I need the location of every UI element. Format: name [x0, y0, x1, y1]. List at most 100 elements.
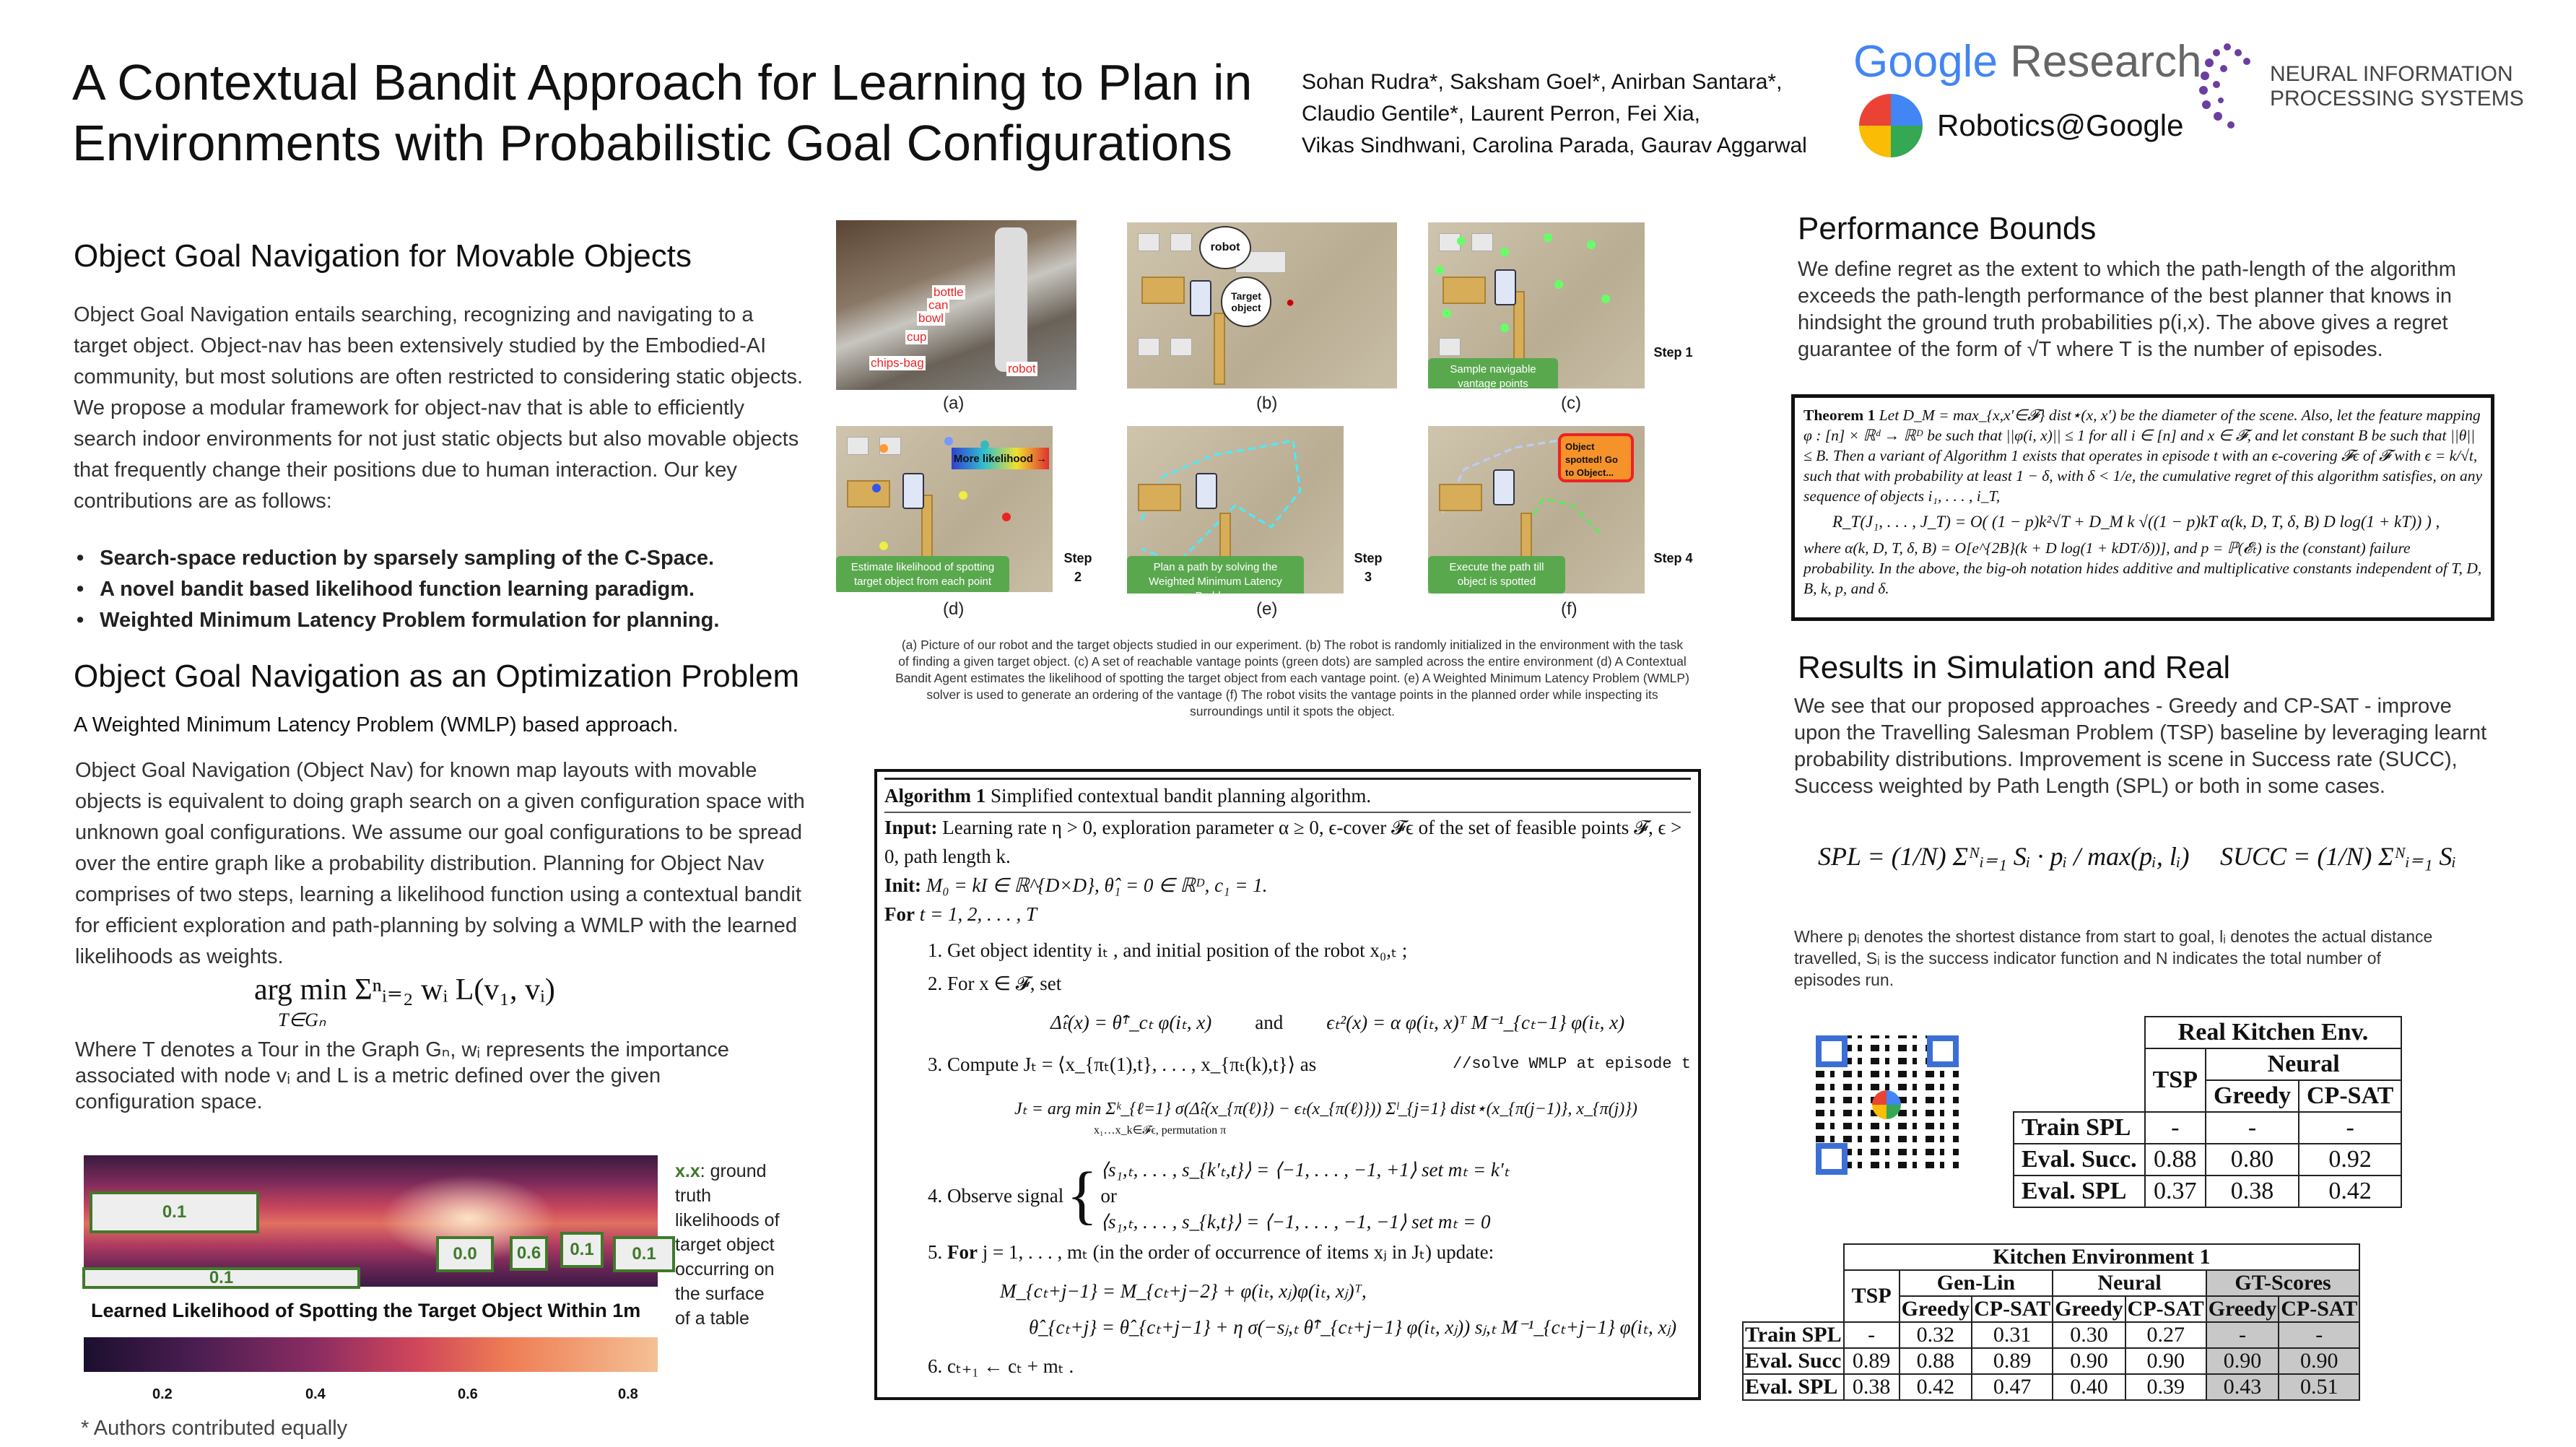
section-title-movable-objects: Object Goal Navigation for Movable Objec… — [74, 238, 692, 274]
signal-or: or — [1100, 1185, 1117, 1207]
update-equation: M_{cₜ+j−1} = M_{cₜ+j−2} + φ(iₜ, xⱼ)φ(iₜ,… — [1000, 1280, 1367, 1302]
colorbar-tick: 0.2 — [152, 1386, 173, 1402]
algorithm-step: 4. Observe signal { ⟨s₁,ₜ, . . . , s_{k′… — [928, 1157, 1691, 1235]
panel-label: (e) — [1256, 599, 1278, 619]
ground-truth-box: 0.0 — [436, 1236, 494, 1272]
planned-path — [1140, 439, 1302, 565]
panel-label: (c) — [1561, 394, 1581, 413]
target-speech-bubble: Target object — [1221, 277, 1271, 327]
panel-label: (b) — [1256, 394, 1278, 413]
table-cell: - — [2297, 1111, 2403, 1144]
neurips-wordmark: PROCESSING SYSTEMS — [2270, 87, 2524, 110]
step-label: Step 4 — [1653, 551, 1693, 565]
table-cell: 0.88 — [2144, 1143, 2206, 1176]
table-cell: 0.80 — [2204, 1143, 2300, 1176]
table-cell: 0.38 — [1842, 1373, 1900, 1401]
contribution-item: A novel bandit based likelihood function… — [77, 574, 820, 605]
table-cell: 0.51 — [2278, 1373, 2361, 1401]
metric-definitions: Where pᵢ denotes the shortest distance f… — [1794, 927, 2433, 989]
robot-icon — [902, 473, 924, 509]
algorithm-step: 1. Get object identity iₜ , and initial … — [928, 939, 1408, 961]
column-header: CP-SAT — [2297, 1079, 2403, 1113]
table-cell: - — [2278, 1321, 2361, 1349]
table-cell: 0.90 — [2052, 1347, 2126, 1375]
qr-code[interactable] — [1816, 1035, 1959, 1175]
title-line: Environments with Probabilistic Goal Con… — [72, 115, 1232, 171]
panel-label: (d) — [943, 599, 965, 619]
column-header: Neural — [2204, 1048, 2403, 1081]
table-cell: 0.43 — [2205, 1373, 2280, 1401]
table-cell: 0.47 — [1971, 1373, 2054, 1401]
table-cell: 0.31 — [1971, 1321, 2054, 1349]
table-cell: 0.42 — [2297, 1175, 2403, 1208]
column-header: Greedy — [2204, 1079, 2300, 1113]
apple-icon: ● — [1286, 295, 1295, 310]
wmlp-formula: arg min Σⁿᵢ₌₂ wᵢ L(v₁, vᵢ) — [254, 973, 555, 1007]
theorem-box: Theorem 1 Let D_M = max_{x,x′∈𝓕} dist⋆(x… — [1791, 394, 2494, 621]
colorbar-tick: 0.4 — [305, 1386, 326, 1402]
authors-line: Sohan Rudra*, Saksham Goel*, Anirban San… — [1302, 70, 1783, 94]
research-wordmark: Research — [2010, 37, 2202, 87]
contribution-item: Search-space reduction by sparsely sampl… — [77, 543, 820, 574]
column-header: Gen-Lin — [1898, 1269, 2054, 1297]
equation: ϵₜ²(x) = α φ(iₜ, x)ᵀ M⁻¹_{cₜ−1} φ(iₜ, x) — [1326, 1012, 1625, 1033]
algorithm-step: 2. For x ∈ 𝓕, set — [928, 973, 1062, 994]
table-cell: 0.90 — [2278, 1347, 2361, 1375]
robot-icon — [1493, 469, 1515, 505]
robot-icon — [1190, 280, 1211, 316]
algorithm-header: Algorithm 1 Simplified contextual bandit… — [884, 778, 1691, 813]
succ-formula: SUCC = (1/N) Σᴺᵢ₌₁ Sᵢ — [2220, 842, 2457, 871]
step-label: Step 1 — [1653, 345, 1693, 360]
colorbar-ticks: 0.2 0.4 0.6 0.8 — [84, 1386, 658, 1408]
step-caption: Execute the path till object is spotted — [1428, 556, 1565, 594]
object-label: chips-bag — [869, 356, 926, 370]
wmlp-equation: Jₜ = arg min Σᵏ_{ℓ=1} σ(Δ̂ₜ(x_{π(ℓ)}) − … — [1014, 1100, 1637, 1118]
step3-text: 3. Compute Jₜ = ⟨x_{πₜ(1),t}, . . . , x_… — [928, 1053, 1317, 1075]
column-header: Greedy — [2205, 1295, 2280, 1323]
step-number: 5. — [928, 1241, 943, 1263]
table-cell: 0.89 — [1842, 1347, 1900, 1375]
figure-caption: (a) Picture of our robot and the target … — [895, 638, 1689, 718]
algorithm-step: 6. cₜ₊₁ ← cₜ + mₜ . — [928, 1355, 1074, 1377]
table-cell: 0.40 — [2052, 1373, 2126, 1401]
wmlp-formula-subscript: T∈Gₙ — [278, 1009, 326, 1030]
column-header: CP-SAT — [2278, 1295, 2361, 1323]
object-label: cup — [905, 330, 928, 344]
robot-photo-panel: bottle can bowl cup chips-bag robot — [836, 220, 1076, 390]
init-label: Init: — [884, 874, 922, 896]
step-caption: Plan a path by solving the Weighted Mini… — [1127, 556, 1304, 594]
robotics-google-logo: Robotics@Google — [1859, 94, 2183, 157]
theorem-text: Let D_M = max_{x,x′∈𝓕} dist⋆(x, x′) be t… — [1803, 407, 2483, 505]
object-label: bowl — [917, 311, 945, 326]
row-header: Train SPL — [2013, 1111, 2146, 1144]
wmlp-equation-subscript: x₁…x_k∈𝓕ϵ, permutation π — [1094, 1124, 1227, 1137]
heatmap-legend: x.x: ground truth likelihoods of target … — [675, 1159, 783, 1331]
legend-key: x.x — [675, 1161, 700, 1181]
object-label: can — [927, 298, 950, 313]
table-cell: 0.88 — [1898, 1347, 1973, 1375]
section-title-results: Results in Simulation and Real — [1798, 650, 2231, 685]
ground-truth-box: 0.1 — [90, 1191, 259, 1233]
theorem-label: Theorem 1 — [1803, 407, 1876, 424]
step-caption: Sample navigable vantage points — [1428, 358, 1558, 388]
table-cell: 0.92 — [2297, 1143, 2403, 1176]
contributions-list: Search-space reduction by sparsely sampl… — [77, 543, 820, 636]
ground-truth-box: 0.6 — [510, 1236, 548, 1271]
neurips-brain-icon — [2199, 43, 2250, 129]
step5-text: j = 1, . . . , mₜ (in the order of occur… — [982, 1241, 1494, 1263]
intro-paragraph: Object Goal Navigation entails searching… — [74, 303, 804, 513]
authors-line: Vikas Sindhwani, Carolina Parada, Gaurav… — [1302, 134, 1807, 157]
signal-case: ⟨s₁,ₜ, . . . , s_{k,t}⟩ = ⟨−1, . . . , −… — [1100, 1211, 1491, 1233]
step-label: Step 3 — [1354, 551, 1383, 584]
column-header: GT-Scores — [2205, 1269, 2361, 1297]
regret-equation: R_T(J₁, . . . , J_T) = O( (1 − p)k²√T + … — [1832, 513, 2440, 531]
for-text: t = 1, 2, . . . , T — [919, 903, 1037, 925]
table-cell: 0.42 — [1898, 1373, 1973, 1401]
object-label: bottle — [932, 285, 965, 300]
input-text: Learning rate η > 0, exploration paramet… — [884, 817, 1682, 867]
